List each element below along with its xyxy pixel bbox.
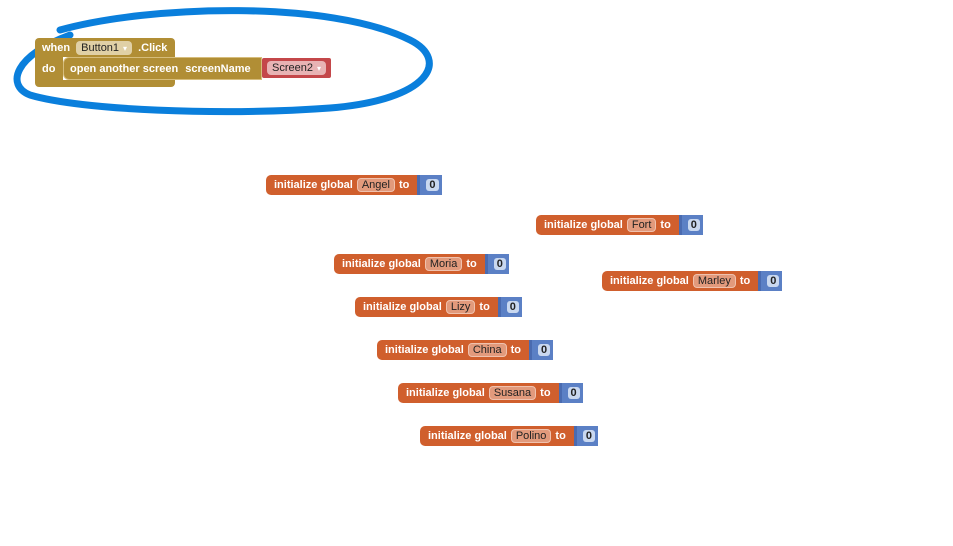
to-label: to [555, 430, 566, 442]
param-label: screenName [185, 62, 251, 75]
block-label: initialize global [406, 387, 485, 399]
block-label: initialize global [610, 275, 689, 287]
number-field[interactable]: 0 [493, 258, 506, 270]
do-label: do [42, 62, 56, 75]
component-name: Button1 [81, 41, 120, 54]
to-label: to [466, 258, 477, 270]
number-field[interactable]: 0 [687, 219, 700, 231]
number-field[interactable]: 0 [426, 179, 439, 191]
to-label: to [479, 301, 490, 313]
statement-label: open another screen [70, 62, 179, 75]
var-name-field[interactable]: Polino [510, 429, 552, 443]
var-name-field[interactable]: Susana [488, 386, 537, 400]
number-field[interactable]: 0 [537, 344, 551, 356]
block-label: initialize global [342, 258, 421, 270]
screen-name: Screen2 [272, 62, 313, 74]
var-name-field[interactable]: Marley [692, 274, 736, 288]
event-label: .Click [138, 41, 168, 54]
number-field[interactable]: 0 [567, 387, 580, 399]
to-label: to [739, 275, 751, 287]
block-label: initialize global [274, 179, 353, 191]
to-label: to [540, 387, 551, 399]
var-name-field[interactable]: China [467, 343, 507, 357]
number-field[interactable]: 0 [506, 301, 519, 313]
open-another-screen-block[interactable]: open another screen screenName [63, 57, 262, 80]
block-label: initialize global [385, 344, 464, 356]
number-field[interactable]: 0 [767, 275, 780, 287]
block-label: initialize global [428, 430, 507, 442]
var-name-field[interactable]: Moria [424, 257, 463, 271]
chevron-down-icon: ▾ [123, 43, 128, 53]
to-label: to [398, 179, 410, 191]
when-label: when [42, 41, 71, 54]
component-dropdown[interactable]: Button1▾ [76, 40, 133, 55]
chevron-down-icon: ▾ [316, 64, 321, 73]
block-label: initialize global [363, 301, 442, 313]
var-name-field[interactable]: Lizy [445, 300, 476, 314]
block-label: initialize global [544, 219, 623, 231]
var-name-field[interactable]: Angel [356, 178, 395, 192]
to-label: to [660, 219, 671, 231]
button1-click-event-block[interactable]: when Button1▾ .Click do open another scr… [35, 38, 331, 87]
var-name-field[interactable]: Fort [626, 218, 657, 232]
screen-dropdown[interactable]: Screen2▾ [267, 61, 326, 75]
number-field[interactable]: 0 [582, 430, 595, 442]
screen-name-block[interactable]: Screen2▾ [262, 58, 331, 78]
to-label: to [510, 344, 521, 356]
